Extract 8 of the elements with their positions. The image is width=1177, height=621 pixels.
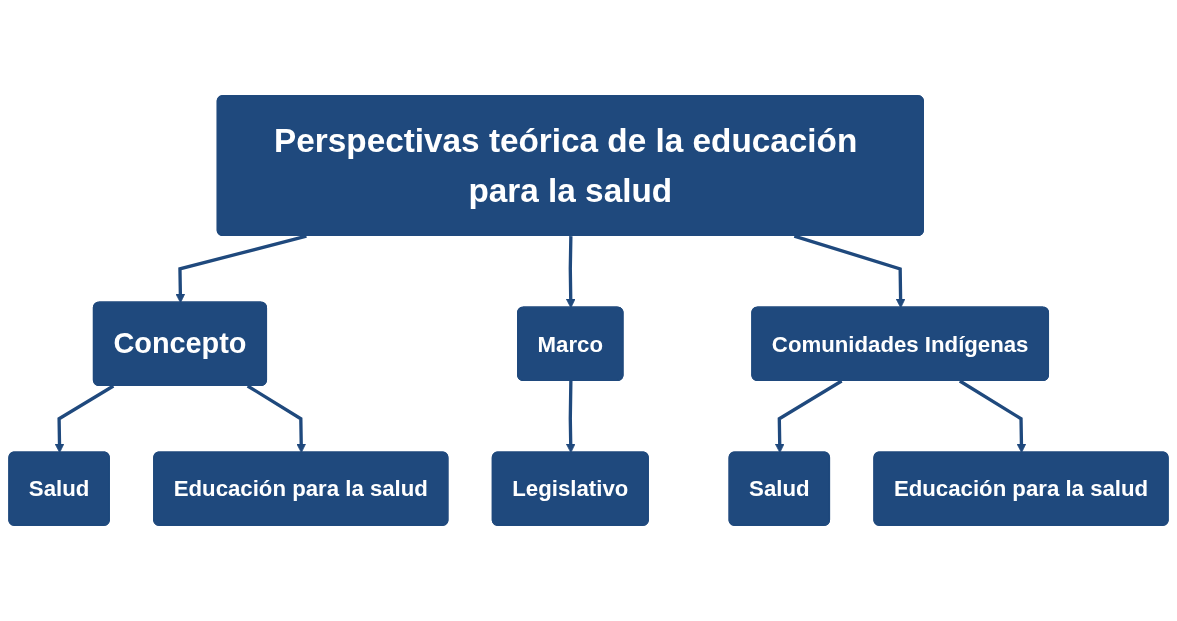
- arrow: [54, 384, 115, 454]
- arrow: [958, 379, 1027, 454]
- arrow: [774, 379, 843, 454]
- arrow: [246, 384, 307, 454]
- arrow: [793, 234, 906, 309]
- arrow: [565, 380, 576, 454]
- arrow: [565, 236, 576, 309]
- arrow: [175, 234, 307, 304]
